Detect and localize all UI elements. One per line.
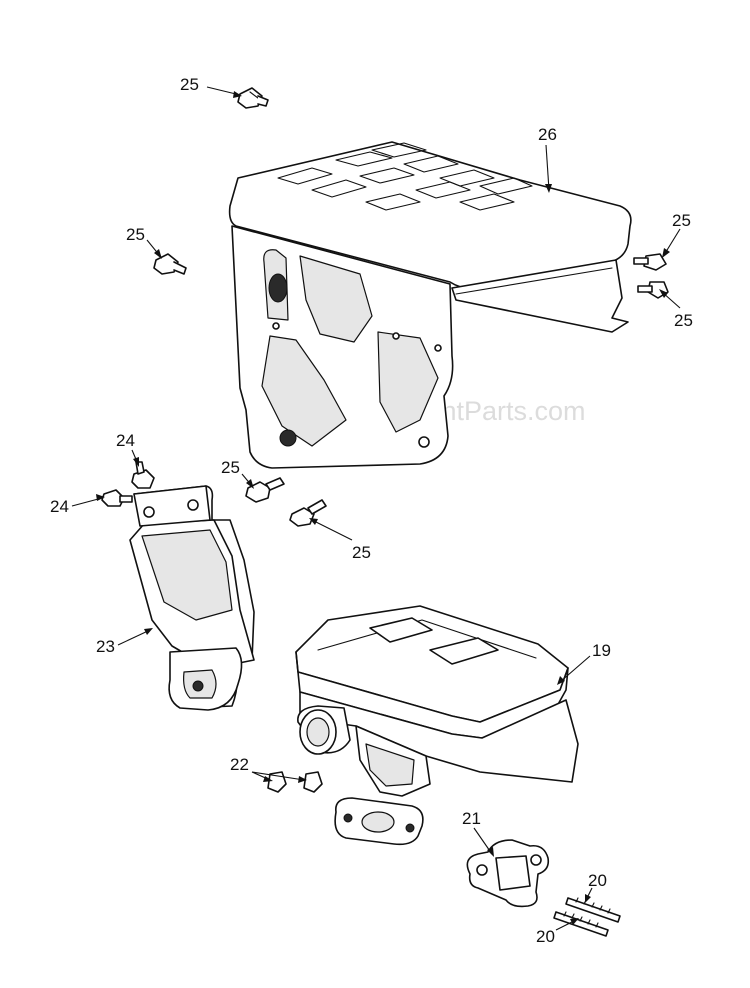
part-25-bolt-left[interactable] <box>153 253 187 275</box>
callout-23: 23 <box>96 637 115 656</box>
part-23-bracket[interactable] <box>129 485 255 711</box>
callout-20-lower: 20 <box>536 927 555 946</box>
callout-26: 26 <box>538 125 557 144</box>
callout-labels: 25 26 25 25 25 24 24 25 25 23 19 22 21 2… <box>50 75 693 946</box>
part-26-engine-shroud[interactable] <box>228 141 632 469</box>
callout-20-upper: 20 <box>588 871 607 890</box>
callout-25-mid: 25 <box>221 458 240 477</box>
part-19-air-cleaner[interactable] <box>295 605 579 846</box>
part-20-studs[interactable] <box>553 897 621 937</box>
callout-21: 21 <box>462 809 481 828</box>
leader-lines <box>71 86 681 931</box>
part-24-bolt-left[interactable] <box>101 489 133 507</box>
callout-24-left: 24 <box>50 497 69 516</box>
callout-22: 22 <box>230 755 249 774</box>
part-25-bolt-mid-2[interactable] <box>289 499 327 527</box>
part-25-bolt-right-1[interactable] <box>633 253 667 271</box>
callout-25-left: 25 <box>126 225 145 244</box>
callout-25-top: 25 <box>180 75 199 94</box>
callout-19: 19 <box>592 641 611 660</box>
callout-25-right-upper: 25 <box>672 211 691 230</box>
part-25-bolt-top[interactable] <box>237 87 269 109</box>
callout-25-lower: 25 <box>352 543 371 562</box>
callout-25-right-lower: 25 <box>674 311 693 330</box>
part-22-nuts[interactable] <box>267 771 323 793</box>
callout-24-upper: 24 <box>116 431 135 450</box>
part-21-gasket[interactable] <box>466 839 550 908</box>
part-24-bolt-upper[interactable] <box>131 461 155 489</box>
